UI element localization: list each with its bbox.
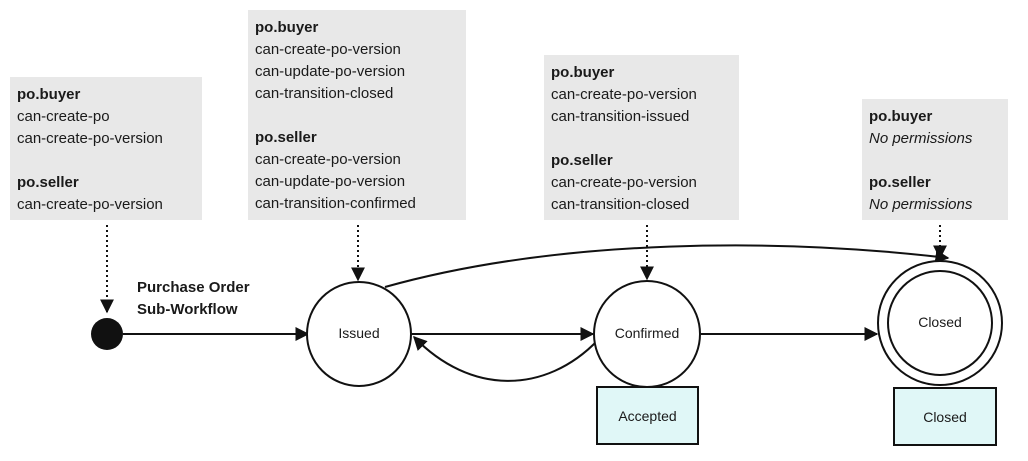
no-permissions-text: No permissions xyxy=(869,130,973,147)
permission-item: can-update-po-version xyxy=(255,173,406,190)
state-issued-label: Issued xyxy=(338,325,380,341)
permission-item: can-create-po-version xyxy=(255,151,401,168)
status-tag-closed-label: Closed xyxy=(923,408,967,425)
role-name: po.buyer xyxy=(869,108,933,125)
permission-item: can-transition-issued xyxy=(551,108,690,125)
state-closed-label: Closed xyxy=(918,314,962,330)
no-permissions-text: No permissions xyxy=(869,196,973,213)
status-tag-accepted: Accepted xyxy=(596,386,699,445)
workflow-title: Purchase Order Sub-Workflow xyxy=(137,277,250,321)
role-name: po.buyer xyxy=(255,19,319,36)
permission-box-confirmed: po.buyer can-create-po-version can-transit… xyxy=(544,55,739,220)
role-name: po.seller xyxy=(551,152,613,169)
permission-box-closed: po.buyer No permissions po.seller No permis… xyxy=(862,99,1008,220)
permission-item: can-transition-closed xyxy=(255,85,394,102)
status-tag-closed: Closed xyxy=(893,387,997,446)
state-closed-inner-circle xyxy=(887,270,993,376)
permission-item: can-create-po-version xyxy=(551,86,697,103)
permission-item: can-create-po-version xyxy=(255,41,401,58)
permission-box-issued: po.buyer can-create-po-version can-update-… xyxy=(248,10,466,220)
initial-node xyxy=(91,318,123,350)
permission-box-initial: po.buyer can-create-po can-create-po-versi… xyxy=(10,77,202,220)
permission-item: can-transition-confirmed xyxy=(255,195,416,212)
permission-item: can-create-po xyxy=(17,108,110,125)
permission-item: can-create-po-version xyxy=(17,130,163,147)
workflow-title-line-1: Purchase Order xyxy=(137,279,250,296)
role-name: po.buyer xyxy=(551,64,615,81)
role-name: po.seller xyxy=(869,174,931,191)
permission-item: can-create-po-version xyxy=(17,196,163,213)
workflow-title-line-2: Sub-Workflow xyxy=(137,301,238,318)
state-confirmed-label: Confirmed xyxy=(614,325,680,341)
permission-item: can-create-po-version xyxy=(551,174,697,191)
state-issued-circle xyxy=(306,281,412,387)
transition-issued-to-closed xyxy=(384,244,950,288)
role-name: po.seller xyxy=(17,174,79,191)
status-tag-accepted-label: Accepted xyxy=(618,407,677,424)
permission-item: can-transition-closed xyxy=(551,196,690,213)
role-name: po.buyer xyxy=(17,86,81,103)
transition-confirmed-to-issued xyxy=(413,335,599,382)
permission-item: can-update-po-version xyxy=(255,63,406,80)
role-name: po.seller xyxy=(255,129,317,146)
